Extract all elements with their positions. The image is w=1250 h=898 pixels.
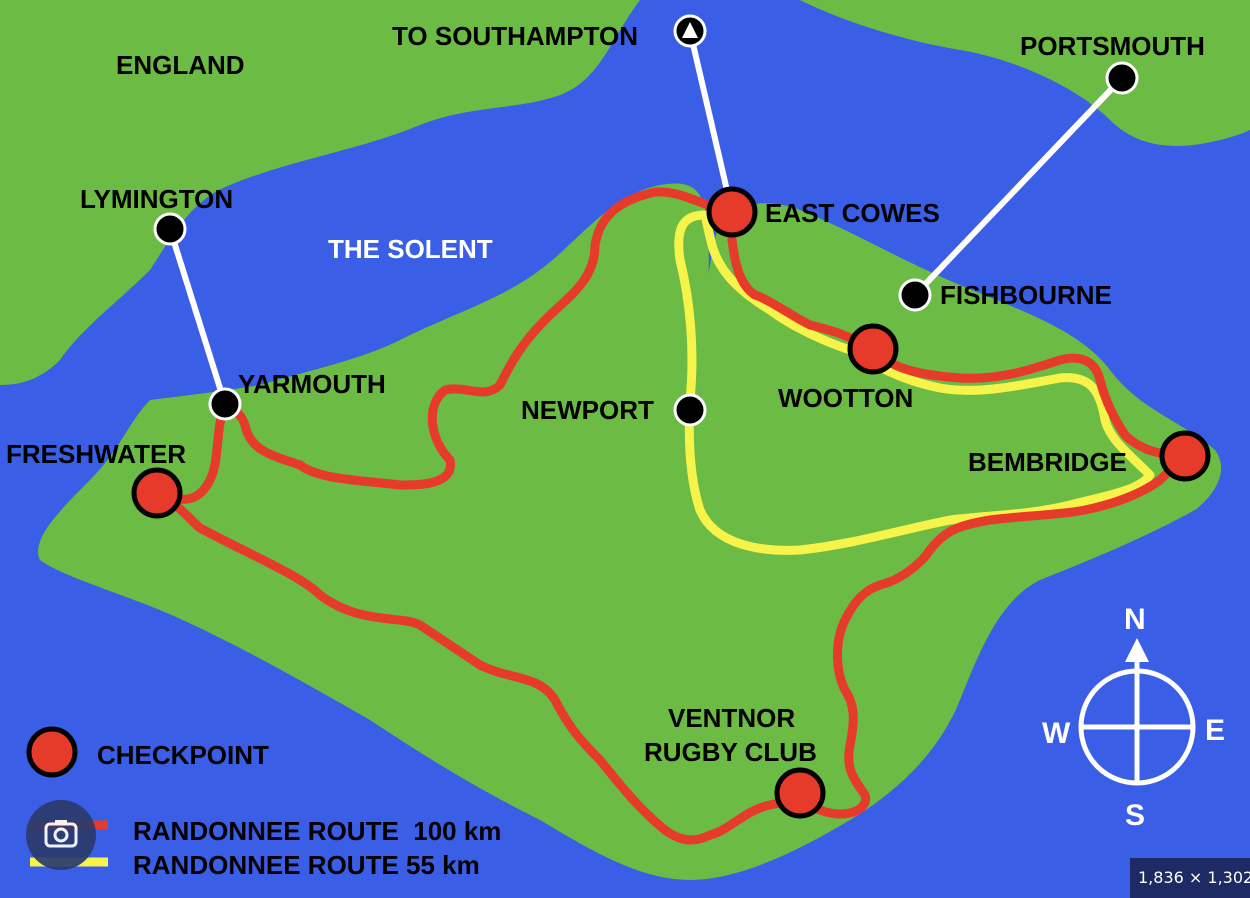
compass-south: S [1125,799,1145,832]
label-lymington: LYMINGTON [80,184,233,214]
label-bembridge: BEMBRIDGE [968,447,1127,477]
compass-rose-icon [1078,638,1196,786]
england-mainland-west [0,0,640,385]
checkpoint-bembridge [1159,430,1211,482]
label-ventnor-line2: RUGBY CLUB [644,737,817,767]
label-newport: NEWPORT [521,395,654,425]
isle-of-wight [38,183,1222,880]
label-to-southampton: TO SOUTHAMPTON [392,21,638,51]
ferry-lymington-yarmouth [167,228,228,405]
ferry-portsmouth-fishbourne [912,75,1125,298]
label-fishbourne: FISHBOURNE [940,280,1112,310]
yarmouth-dot [208,387,242,421]
image-size-badge: 1,836 × 1,302 [1130,858,1250,898]
checkpoint-ventnor [774,767,826,819]
legend-route-55-label: RANDONNEE ROUTE 55 km [133,850,480,880]
legend: CHECKPOINT RANDONNEE ROUTE 100 km RANDON… [26,726,501,880]
ferry-lines [167,30,1125,405]
england-mainland-east [800,0,1250,146]
checkpoint-freshwater [131,467,183,519]
lens-glyph [44,820,78,848]
town-dots [153,14,1139,427]
compass-north: N [1124,603,1146,636]
place-labels: ENGLAND TO SOUTHAMPTON PORTSMOUTH LYMING… [6,21,1205,767]
newport-dot [673,393,707,427]
fishbourne-dot [898,278,932,312]
route-55km [674,210,1155,555]
label-wootton: WOOTTON [778,383,913,413]
ferry-southampton-east-cowes [687,30,735,213]
label-yarmouth: YARMOUTH [238,369,386,399]
legend-checkpoint-label: CHECKPOINT [97,740,269,770]
label-england: ENGLAND [116,50,245,80]
label-east-cowes: EAST COWES [765,198,940,228]
camera-lens-icon[interactable] [26,800,96,870]
checkpoint-east-cowes [706,186,758,238]
label-portsmouth: PORTSMOUTH [1020,31,1205,61]
lymington-dot [153,212,187,246]
compass-west: W [1042,717,1071,750]
portsmouth-dot [1105,61,1139,95]
label-ventnor-line1: VENTNOR [668,703,795,733]
label-freshwater: FRESHWATER [6,439,186,469]
legend-route-100-label: RANDONNEE ROUTE 100 km [133,816,501,846]
compass-east: E [1205,714,1225,747]
checkpoint-wootton [847,323,899,375]
route-100km [152,187,1190,845]
ferry-direction-icon [673,14,707,48]
legend-checkpoint-symbol [26,726,78,778]
label-the-solent: THE SOLENT [328,234,493,264]
checkpoints [131,186,1211,819]
